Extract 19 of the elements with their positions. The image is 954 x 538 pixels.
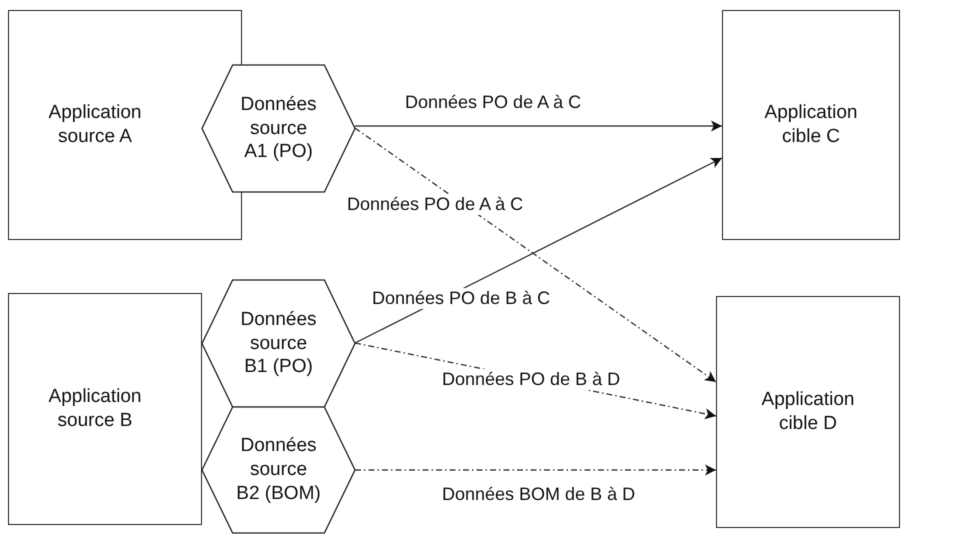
edge-label: Données PO de B à D [440, 369, 622, 390]
node-label: Données source B2 (BOM) [236, 434, 321, 506]
arrow [354, 157, 722, 344]
arrow [355, 120, 722, 132]
node-label: Application cible C [764, 101, 858, 149]
node-label: Application source B [48, 385, 142, 433]
edge-label: Données PO de A à C [345, 194, 526, 215]
application-box [722, 10, 900, 240]
arrow [355, 464, 716, 476]
edge-label: Données PO de B à C [370, 288, 552, 309]
data-hexagon [202, 407, 355, 533]
application-box [716, 296, 900, 528]
node-label: Données source B1 (PO) [239, 308, 318, 380]
data-hexagon [202, 280, 355, 407]
node-label: Application source A [48, 101, 142, 149]
node-label: Données source A1 (PO) [239, 92, 318, 164]
arrow [354, 128, 716, 382]
node-label: Application cible D [760, 388, 856, 436]
data-hexagon [202, 65, 355, 192]
